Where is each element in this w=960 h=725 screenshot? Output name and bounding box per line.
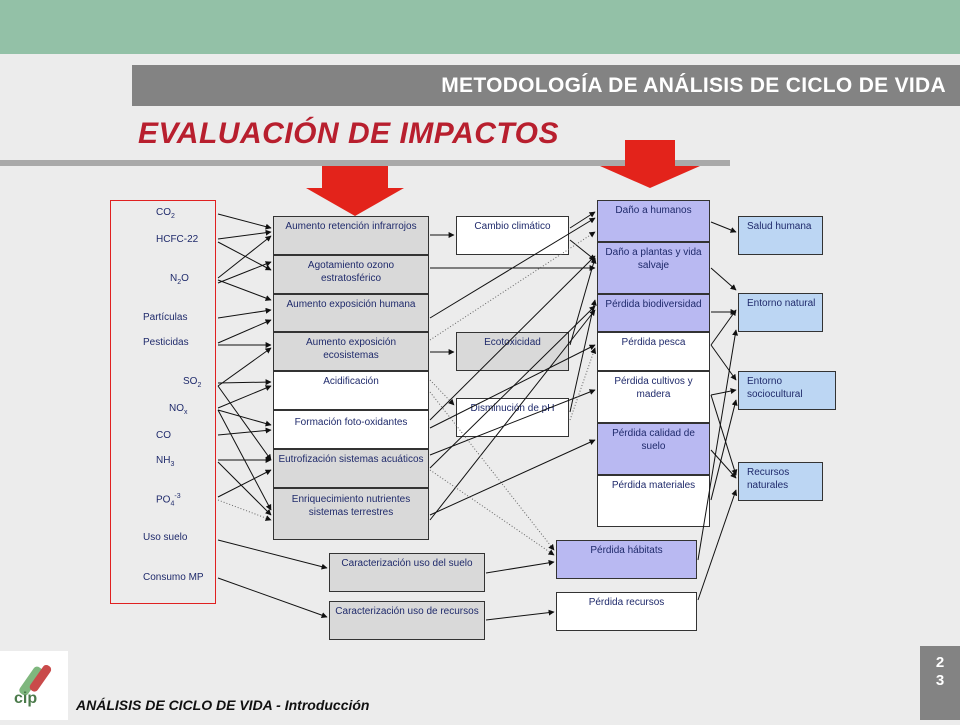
- inputs-box: [110, 200, 216, 604]
- midpoint-exposicion-ecosistemas: Aumento exposición ecosistemas: [273, 332, 429, 371]
- category-cambio-climatico: Cambio climático: [456, 216, 569, 255]
- midpoint-eutrofizacion: Eutrofización sistemas acuáticos: [273, 449, 429, 488]
- damage-plantas: Daño a plantas y vida salvaje: [597, 242, 710, 294]
- cip-logo-icon: cip: [14, 664, 52, 707]
- svg-text:cip: cip: [14, 690, 37, 707]
- section-header: METODOLOGÍA DE ANÁLISIS DE CICLO DE VIDA: [132, 65, 960, 106]
- top-band: [0, 0, 960, 54]
- input-consumo-mp: Consumo MP: [143, 572, 204, 583]
- damage-calidad-suelo: Pérdida calidad de suelo: [597, 423, 710, 475]
- endpoint-entorno-sociocultural: Entorno sociocultural: [738, 371, 836, 410]
- damage-materiales: Pérdida materiales: [597, 475, 710, 527]
- damage-habitats: Pérdida hábitats: [556, 540, 697, 579]
- damage-humanos: Daño a humanos: [597, 200, 710, 242]
- cip-logo: cip: [0, 651, 68, 720]
- endpoint-recursos-naturales: Recursos naturales: [738, 462, 823, 501]
- input-hcfc22: HCFC-22: [156, 234, 199, 245]
- characterization-uso-recursos: Caracterización uso de recursos: [329, 601, 485, 640]
- input-pesticidas: Pesticidas: [143, 337, 189, 348]
- section-header-text: METODOLOGÍA DE ANÁLISIS DE CICLO DE VIDA: [441, 73, 946, 97]
- input-nox: NOx: [169, 403, 188, 416]
- midpoint-enriquecimiento: Enriquecimiento nutrientes sistemas terr…: [273, 488, 429, 540]
- input-particulas: Partículas: [143, 312, 188, 323]
- category-disminucion-ph: Disminución de pH: [456, 398, 569, 437]
- damage-recursos: Pérdida recursos: [556, 592, 697, 631]
- midpoint-aumento-retencion: Aumento retención infrarrojos: [273, 216, 429, 255]
- endpoint-entorno-natural: Entorno natural: [738, 293, 823, 332]
- input-uso-suelo: Uso suelo: [143, 532, 188, 543]
- endpoint-salud-humana: Salud humana: [738, 216, 823, 255]
- input-po4: PO4-3: [156, 493, 181, 508]
- damage-cultivos: Pérdida cultivos y madera: [597, 371, 710, 423]
- red-arrow-left-icon: [306, 166, 404, 216]
- input-co2: CO2: [156, 207, 175, 220]
- midpoint-exposicion-humana: Aumento exposición humana: [273, 294, 429, 332]
- midpoint-acidificacion: Acidificación: [273, 371, 429, 410]
- title-underline: [0, 160, 730, 166]
- midpoint-foto-oxidantes: Formación foto-oxidantes: [273, 410, 429, 449]
- input-co: CO: [156, 430, 171, 441]
- damage-biodiversidad: Pérdida biodiversidad: [597, 294, 710, 332]
- red-arrow-right-icon: [600, 140, 700, 188]
- page-title: EVALUACIÓN DE IMPACTOS: [138, 117, 560, 150]
- input-n2o: N2O: [170, 273, 189, 286]
- midpoint-agotamiento-ozono: Agotamiento ozono estratosférico: [273, 255, 429, 294]
- input-so2: SO2: [183, 376, 202, 389]
- damage-pesca: Pérdida pesca: [597, 332, 710, 371]
- footer-text: ANÁLISIS DE CICLO DE VIDA - Introducción: [76, 697, 370, 713]
- input-nh3: NH3: [156, 455, 175, 468]
- characterization-uso-suelo: Caracterización uso del suelo: [329, 553, 485, 592]
